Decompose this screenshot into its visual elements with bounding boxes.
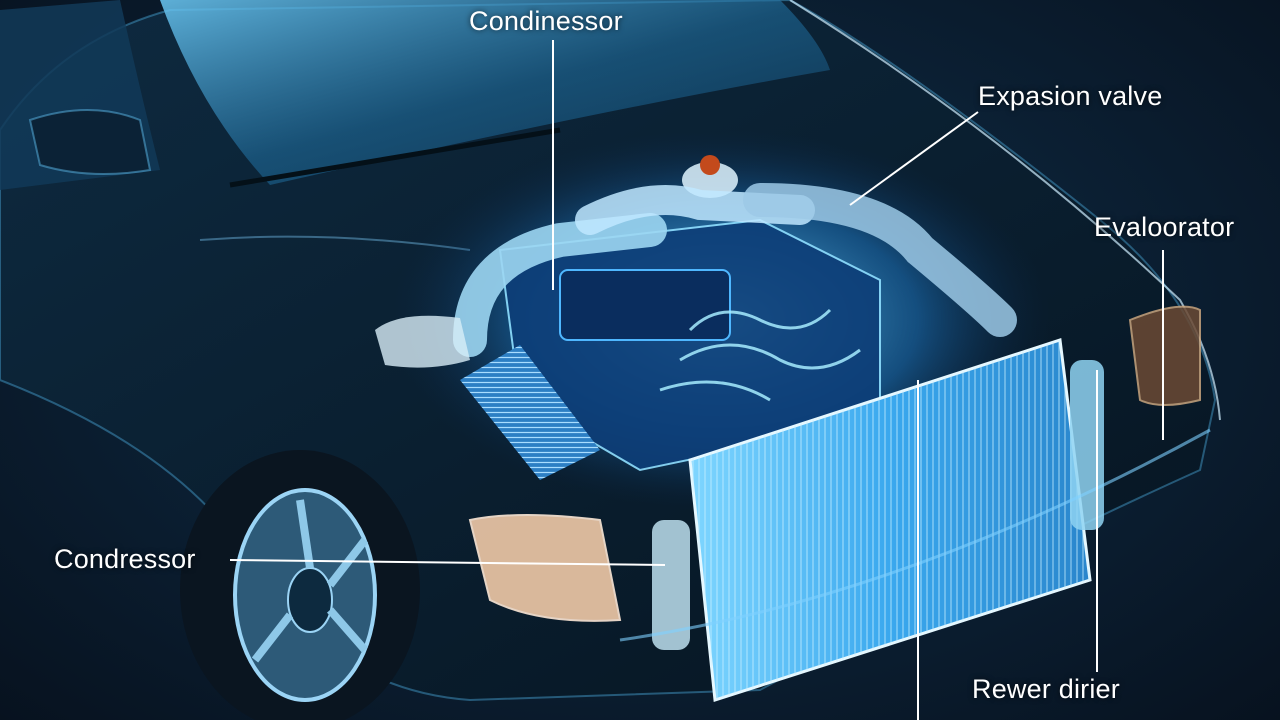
- leader-expasion-valve: [849, 111, 979, 206]
- compressor: [652, 520, 690, 650]
- right-pipe: [743, 183, 1017, 337]
- label-condressor: Condressor: [54, 544, 196, 574]
- label-condinessor: Condinessor: [469, 6, 623, 36]
- leader-condressor: [229, 559, 666, 566]
- reservoir-cap: [700, 155, 720, 175]
- label-evaloorator: Evaloorator: [1094, 212, 1235, 242]
- leader-lines: [229, 40, 1164, 720]
- wiper: [229, 127, 561, 188]
- receiver-dryer: [1070, 360, 1104, 530]
- engine-cover: [559, 269, 731, 341]
- hood-line: [789, 0, 1221, 421]
- engine-detail: [659, 308, 861, 402]
- label-expasion-valve: Expasion valve: [978, 81, 1163, 111]
- front-bumper: [619, 428, 1211, 642]
- headlight-right: [1128, 305, 1201, 406]
- side-mirror: [28, 109, 152, 175]
- air-filter: [460, 345, 600, 480]
- coolant-tank: [375, 315, 470, 368]
- radiator: [688, 338, 1092, 702]
- front-wheel: [180, 450, 420, 720]
- headlight-left: [468, 514, 622, 622]
- upper-pipe: [575, 185, 815, 235]
- windshield: [160, 0, 830, 185]
- label-rewer-dirier: Rewer dirier: [972, 674, 1120, 704]
- intake-pipe: [453, 213, 667, 357]
